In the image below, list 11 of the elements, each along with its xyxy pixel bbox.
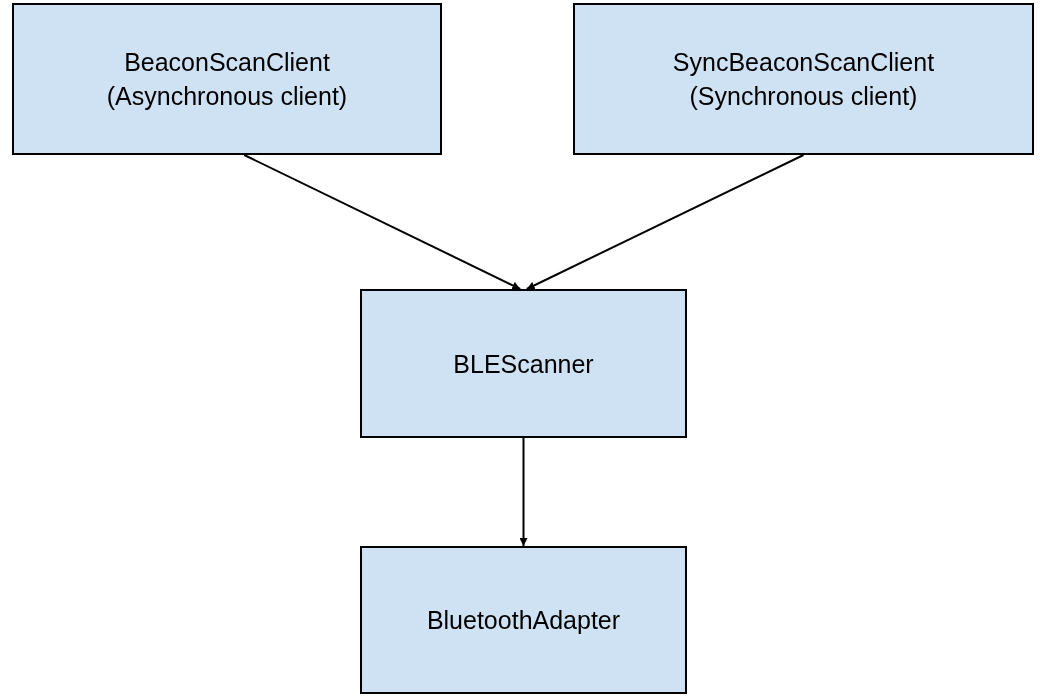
arrow [519,437,528,547]
box-label: SyncBeaconScanClient (Synchronous client) [671,47,936,112]
process-box [360,289,687,438]
process-box [12,3,442,155]
box-label: BLEScanner [452,348,595,380]
arrow [243,154,522,290]
process-box [360,546,687,694]
box-label: BluetoothAdapter [425,605,622,636]
process-box [573,3,1034,155]
box-label: BeaconScanClient (Asynchronous client) [105,47,349,112]
arrow [525,154,805,290]
